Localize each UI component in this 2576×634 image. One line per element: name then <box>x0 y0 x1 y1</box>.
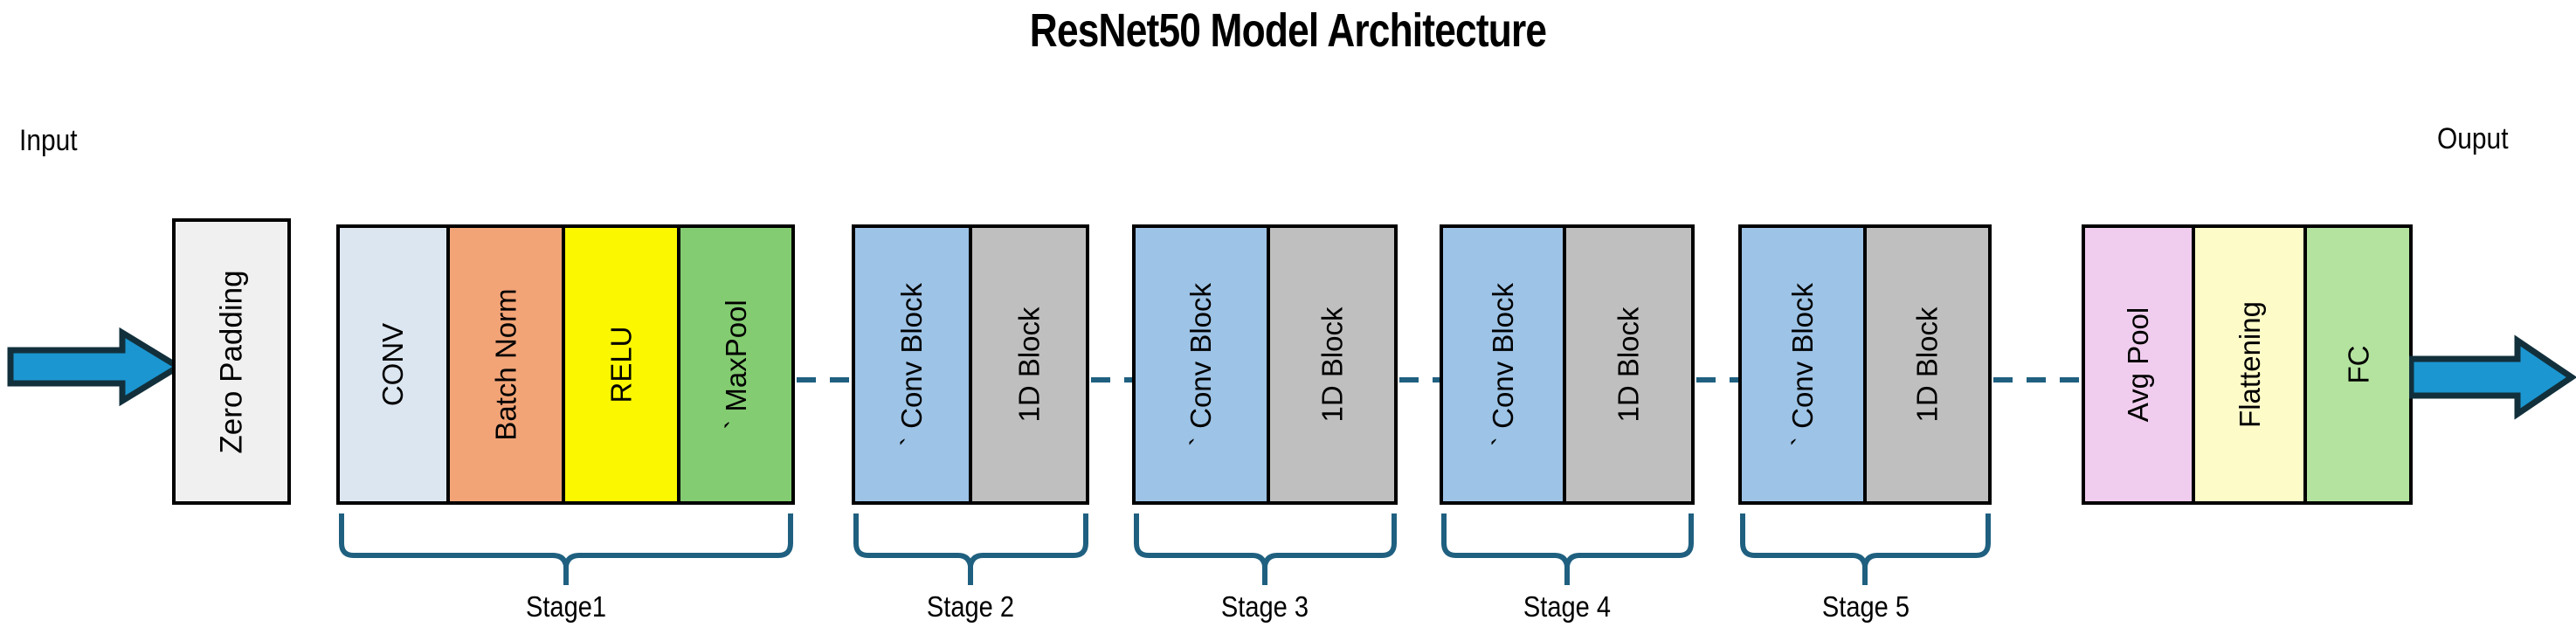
brace-stage-3 <box>1130 512 1400 587</box>
block-1d-block-4[interactable]: 1D Block <box>1564 224 1695 505</box>
brace-stage-5 <box>1737 512 1994 587</box>
input-label: Input <box>19 124 78 157</box>
brace-stage-1 <box>335 512 798 587</box>
block-relu-label: RELU <box>604 326 638 403</box>
block-avg-pool[interactable]: Avg Pool <box>2082 224 2193 505</box>
block-conv-block-4-label: ` Conv Block <box>1487 282 1519 447</box>
connector-stage5-head <box>1993 377 2081 382</box>
block-conv[interactable]: CONV <box>336 224 448 505</box>
connector-stage4-stage5 <box>1696 377 1738 382</box>
head-stack: Avg Pool Flattening FC <box>2082 224 2413 505</box>
stage-1-label: Stage1 <box>525 590 607 623</box>
block-conv-block-3-label: ` Conv Block <box>1184 282 1218 447</box>
block-1d-block-5[interactable]: 1D Block <box>1865 224 1992 505</box>
stage-4-label: Stage 4 <box>1523 590 1612 623</box>
block-1d-block-2[interactable]: 1D Block <box>970 224 1089 505</box>
block-conv-block-3[interactable]: ` Conv Block <box>1132 224 1268 505</box>
block-maxpool-label: ` MaxPool <box>720 300 752 430</box>
block-1d-block-3[interactable]: 1D Block <box>1268 224 1398 505</box>
block-batch-norm[interactable]: Batch Norm <box>448 224 563 505</box>
block-maxpool[interactable]: ` MaxPool <box>679 224 795 505</box>
stage-2-stack: ` Conv Block 1D Block <box>852 224 1089 505</box>
stage-5-stack: ` Conv Block 1D Block <box>1738 224 1992 505</box>
stage-1-stack: CONV Batch Norm RELU ` MaxPool <box>336 224 795 505</box>
connector-stage3-stage4 <box>1399 377 1441 382</box>
connector-stage2-stage3 <box>1091 377 1133 382</box>
zero-padding-box[interactable]: Zero Padding <box>172 218 291 505</box>
block-fc[interactable]: FC <box>2305 224 2413 505</box>
block-conv-block-4[interactable]: ` Conv Block <box>1440 224 1564 505</box>
input-arrow-icon <box>7 327 184 407</box>
stage-5-label: Stage 5 <box>1821 590 1910 623</box>
connector-stage1-stage2 <box>797 377 854 382</box>
block-1d-block-3-label: 1D Block <box>1316 307 1349 423</box>
zero-padding-label: Zero Padding <box>214 269 249 454</box>
output-arrow-icon <box>2407 330 2576 424</box>
block-conv-block-5[interactable]: ` Conv Block <box>1738 224 1865 505</box>
block-flattening[interactable]: Flattening <box>2193 224 2305 505</box>
block-relu[interactable]: RELU <box>563 224 679 505</box>
page-title: ResNet50 Model Architecture <box>1029 4 1547 57</box>
stage-2-label: Stage 2 <box>926 590 1015 623</box>
stage-4-stack: ` Conv Block 1D Block <box>1440 224 1695 505</box>
block-conv-block-5-label: ` Conv Block <box>1786 282 1819 447</box>
block-conv-label: CONV <box>376 322 410 407</box>
block-1d-block-4-label: 1D Block <box>1613 307 1645 423</box>
block-batch-norm-label: Batch Norm <box>489 288 522 441</box>
stage-3-stack: ` Conv Block 1D Block <box>1132 224 1398 505</box>
brace-stage-2 <box>850 512 1092 587</box>
block-conv-block-2[interactable]: ` Conv Block <box>852 224 970 505</box>
block-flattening-label: Flattening <box>2233 301 2266 428</box>
block-fc-label: FC <box>2342 345 2374 384</box>
output-label: Ouput <box>2437 122 2509 155</box>
block-1d-block-2-label: 1D Block <box>1012 307 1046 423</box>
block-conv-block-2-label: ` Conv Block <box>895 282 929 447</box>
block-avg-pool-label: Avg Pool <box>2122 307 2155 423</box>
block-1d-block-5-label: 1D Block <box>1911 307 1944 423</box>
brace-stage-4 <box>1438 512 1697 587</box>
stage-3-label: Stage 3 <box>1220 590 1309 623</box>
